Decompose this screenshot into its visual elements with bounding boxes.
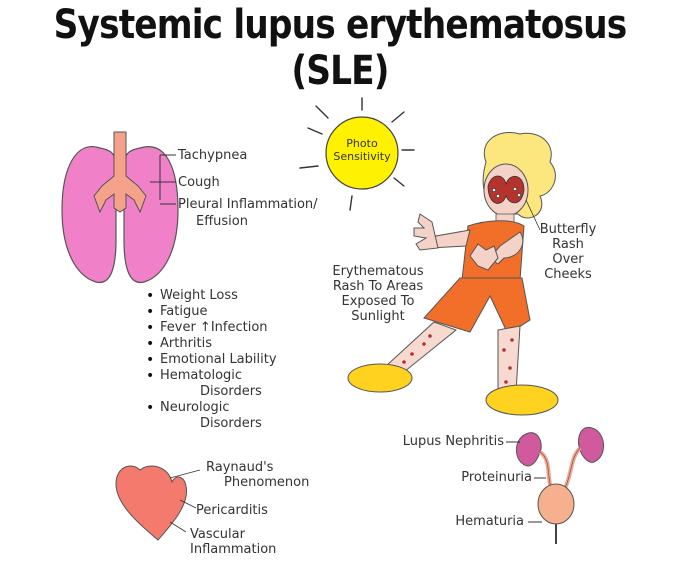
symptom-text: Fatigue [160, 304, 208, 319]
symptom-item: Fatigue [146, 304, 277, 320]
pericarditis-label: Pericarditis [196, 503, 268, 518]
erythematous-line-3: Exposed To [341, 294, 415, 309]
symptom-list: Weight Loss Fatigue Fever ↑Infection Art… [146, 288, 277, 432]
butterfly-line-1: Butterfly [539, 222, 597, 237]
effusion-label: Effusion [196, 214, 248, 229]
heart-shape [115, 465, 188, 541]
photo-word: Photo [346, 137, 378, 150]
hematuria-label: Hematuria [455, 514, 524, 529]
symptom-text: Fever ↑Infection [160, 320, 268, 335]
raynauds-label: Raynaud's Phenomenon [206, 460, 309, 490]
right-hand [469, 243, 499, 271]
shorts [423, 277, 531, 335]
butterfly-line-2: Rash [552, 237, 584, 252]
vascular-line-1: Vascular [190, 527, 245, 542]
symptom-text: Neurologic [160, 400, 230, 415]
lupus-nephritis-label: Lupus Nephritis [402, 434, 504, 449]
symptom-subtext: Disorders [200, 416, 262, 431]
left-kidney [516, 432, 542, 467]
sun-illustration [299, 97, 415, 211]
symptom-item: Weight Loss [146, 288, 277, 304]
sun-disc [325, 116, 399, 190]
symptom-text: Weight Loss [160, 288, 238, 303]
symptom-text: Emotional Lability [160, 352, 277, 367]
symptom-item: Emotional Lability [146, 352, 277, 368]
symptom-item: Arthritis [146, 336, 277, 352]
ureters [538, 446, 582, 491]
butterfly-pointer [525, 199, 541, 231]
left-hand [413, 213, 439, 251]
lungs-illustration [61, 131, 179, 283]
proteinuria-label: Proteinuria [461, 470, 532, 485]
bronchi [93, 131, 147, 214]
erythematous-line-2: Rash To Areas [332, 279, 424, 294]
vascular-line-2: Inflammation [190, 542, 277, 557]
erythematous-line-1: Erythematous [332, 264, 424, 279]
right-kidney [578, 426, 604, 463]
heart-illustration [115, 465, 201, 541]
butterfly-rash-label: Butterfly Rash Over Cheeks [536, 222, 600, 282]
rash-dots [492, 187, 521, 198]
right-leg [497, 325, 521, 395]
bladder [537, 483, 575, 525]
symptom-item: Fever ↑Infection [146, 320, 277, 336]
symptom-subtext: Disorders [200, 384, 262, 399]
raynauds-line-1: Raynaud's [206, 460, 274, 475]
sensitivity-word: Sensitivity [333, 150, 391, 163]
butterfly-line-4: Cheeks [544, 267, 592, 282]
symptom-text: Hematologic [160, 368, 243, 383]
left-leg [385, 321, 458, 373]
vascular-inflammation-label: Vascular Inflammation [190, 527, 276, 557]
right-lung [123, 146, 179, 283]
erythematous-rash-label: Erythematous Rash To Areas Exposed To Su… [320, 264, 436, 324]
kidneys-illustration [506, 426, 604, 544]
pleural-inflammation-label: Pleural Inflammation/ [178, 197, 318, 212]
raynauds-line-2: Phenomenon [224, 475, 310, 490]
leg-rash-dots [402, 334, 514, 384]
sun-rays [299, 97, 415, 211]
butterfly-line-3: Over [552, 252, 584, 267]
diagram-title: Systemic lupus erythematosus (SLE) [53, 2, 628, 94]
right-shoe [485, 384, 559, 416]
person-illustration [347, 132, 559, 416]
tachypnea-label: Tachypnea [178, 148, 248, 163]
left-shoe [347, 363, 413, 393]
erythematous-line-4: Sunlight [351, 309, 405, 324]
symptom-text: Arthritis [160, 336, 213, 351]
cough-label: Cough [178, 175, 220, 190]
photosensitivity-label: Photo Sensitivity [330, 137, 394, 163]
left-lung [61, 146, 117, 283]
